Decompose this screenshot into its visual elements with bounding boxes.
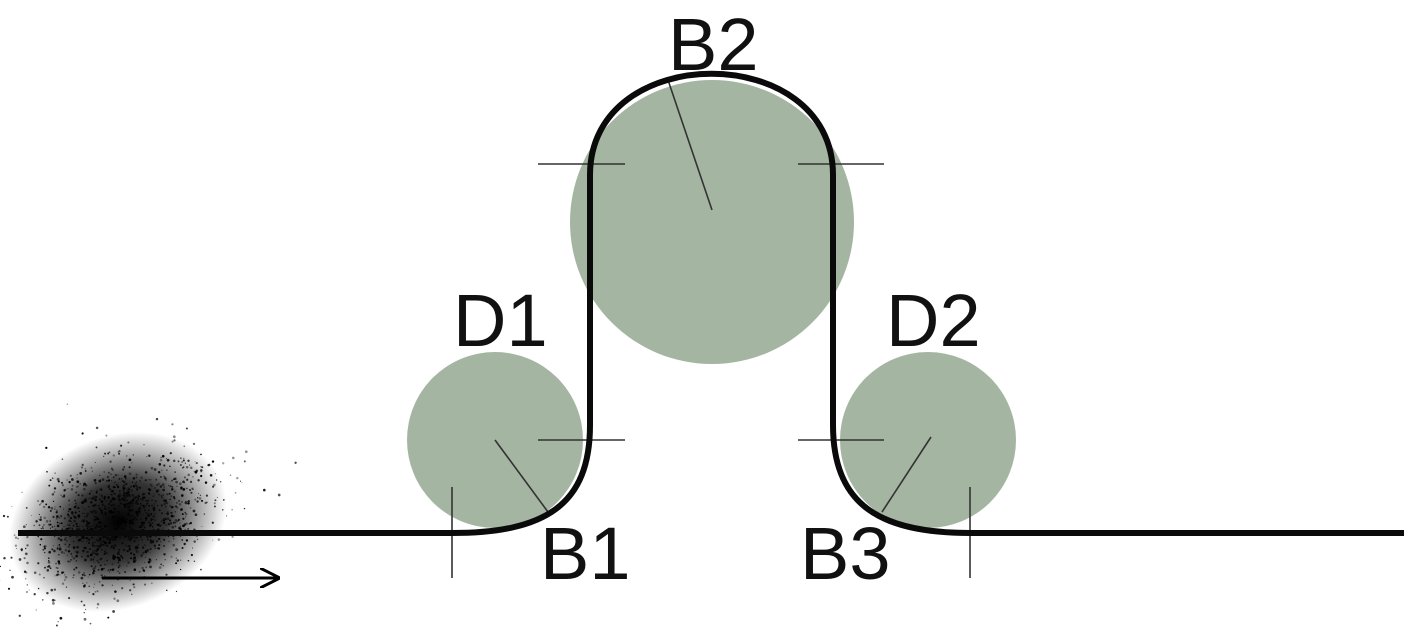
radius-b1: [494, 439, 549, 513]
label-b1: B1: [540, 512, 631, 595]
magnet-d2: [840, 352, 1016, 528]
label-b3: B3: [800, 512, 891, 595]
label-d2: D2: [886, 279, 981, 362]
label-b2: B2: [668, 3, 759, 86]
radius-b2: [667, 79, 713, 211]
radius-lines: [494, 79, 932, 513]
radius-b3: [881, 436, 932, 513]
beam-path: [18, 70, 1404, 536]
label-d1: D1: [453, 279, 548, 362]
beam-bunch-icon: [0, 403, 297, 627]
magnet-b2-large: [570, 80, 854, 364]
